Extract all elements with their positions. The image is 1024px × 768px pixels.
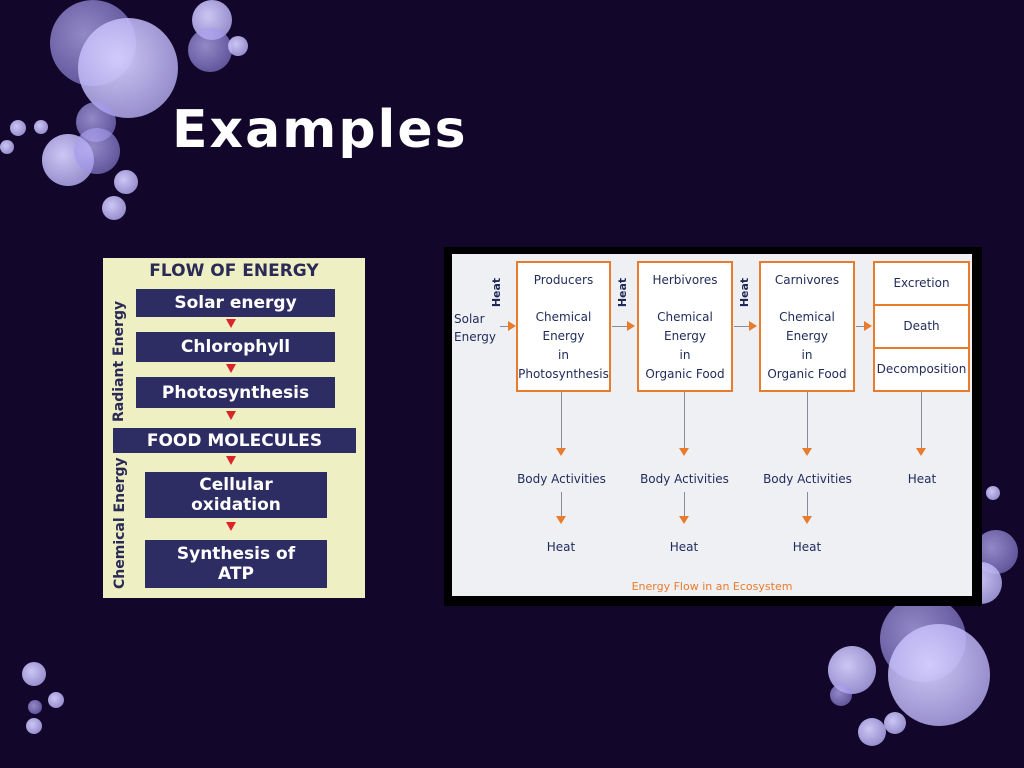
diagram-caption: Energy Flow in an Ecosystem (631, 580, 793, 593)
down-arrow (226, 411, 236, 420)
decorative-bubble (26, 718, 42, 734)
down-arrow (226, 364, 236, 373)
decorative-bubble (888, 624, 990, 726)
connector-line (684, 392, 685, 448)
chemical-energy-label: Chemical Energy (112, 457, 128, 589)
right-arrow (749, 321, 757, 331)
flow-step-synthesis-atp: Synthesis of ATP (145, 540, 327, 588)
excretion-cell: Excretion (875, 263, 968, 306)
connector-line (856, 326, 866, 327)
body-activities-label: Body Activities (763, 472, 852, 486)
down-arrow (916, 448, 926, 456)
flow-step-chlorophyll: Chlorophyll (136, 332, 335, 362)
down-arrow (226, 522, 236, 531)
flow-step-food-molecules: FOOD MOLECULES (113, 428, 356, 453)
down-arrow (226, 456, 236, 465)
decorative-bubble (34, 120, 48, 134)
ecosystem-diagram: Solar Energy Heat Heat Heat Producers Ch… (452, 254, 972, 596)
death-cell: Death (875, 306, 968, 349)
decorative-bubble (114, 170, 138, 194)
decorative-bubble (188, 28, 232, 72)
body-activities-label: Body Activities (517, 472, 606, 486)
right-arrow (864, 321, 872, 331)
heat-output-label: Heat (669, 540, 699, 554)
flow-step-photosynthesis: Photosynthesis (136, 377, 335, 408)
right-arrow (627, 321, 635, 331)
decorative-bubble (102, 196, 126, 220)
heat-label: Heat (738, 277, 752, 308)
decorative-bubble (0, 140, 14, 154)
end-heat-label: Heat (907, 472, 937, 486)
connector-line (500, 326, 510, 327)
decorative-bubble (228, 36, 248, 56)
carnivores-box: Carnivores Chemical Energy in Organic Fo… (759, 261, 855, 392)
decorative-bubble (830, 684, 852, 706)
down-arrow (679, 448, 689, 456)
down-arrow (802, 516, 812, 524)
down-arrow (802, 448, 812, 456)
herbivores-box: Herbivores Chemical Energy in Organic Fo… (637, 261, 733, 392)
connector-line (734, 326, 750, 327)
decomposition-stack: Excretion Death Decomposition (873, 261, 970, 392)
down-arrow (226, 319, 236, 328)
flow-heading: FLOW OF ENERGY (149, 261, 319, 281)
decorative-bubble (10, 120, 26, 136)
connector-line (612, 326, 628, 327)
heat-output-label: Heat (546, 540, 576, 554)
decorative-bubble (28, 700, 42, 714)
flow-step-solar-energy: Solar energy (136, 289, 335, 317)
connector-line (561, 392, 562, 448)
down-arrow (556, 448, 566, 456)
decomposition-cell: Decomposition (876, 362, 967, 376)
body-activities-label: Body Activities (640, 472, 729, 486)
connector-line (921, 392, 922, 448)
decorative-bubble (74, 128, 120, 174)
decorative-bubble (22, 662, 46, 686)
flow-of-energy-panel: FLOW OF ENERGY Radiant Energy Chemical E… (103, 258, 365, 598)
decorative-bubble (884, 712, 906, 734)
down-arrow (679, 516, 689, 524)
down-arrow (556, 516, 566, 524)
right-arrow (508, 321, 516, 331)
producers-box: Producers Chemical Energy in Photosynthe… (516, 261, 611, 392)
heat-label: Heat (616, 277, 630, 308)
decorative-bubble (858, 718, 886, 746)
slide-title: Examples (172, 100, 468, 160)
decorative-bubble (48, 692, 64, 708)
decorative-bubble (78, 18, 178, 118)
heat-output-label: Heat (792, 540, 822, 554)
connector-line (561, 492, 562, 516)
connector-line (684, 492, 685, 516)
solar-energy-label: Solar Energy (454, 312, 497, 344)
flow-step-cellular-oxidation: Cellular oxidation (145, 472, 327, 518)
heat-label: Heat (490, 277, 504, 308)
connector-line (807, 492, 808, 516)
radiant-energy-label: Radiant Energy (111, 300, 127, 422)
decorative-bubble (986, 486, 1000, 500)
connector-line (807, 392, 808, 448)
